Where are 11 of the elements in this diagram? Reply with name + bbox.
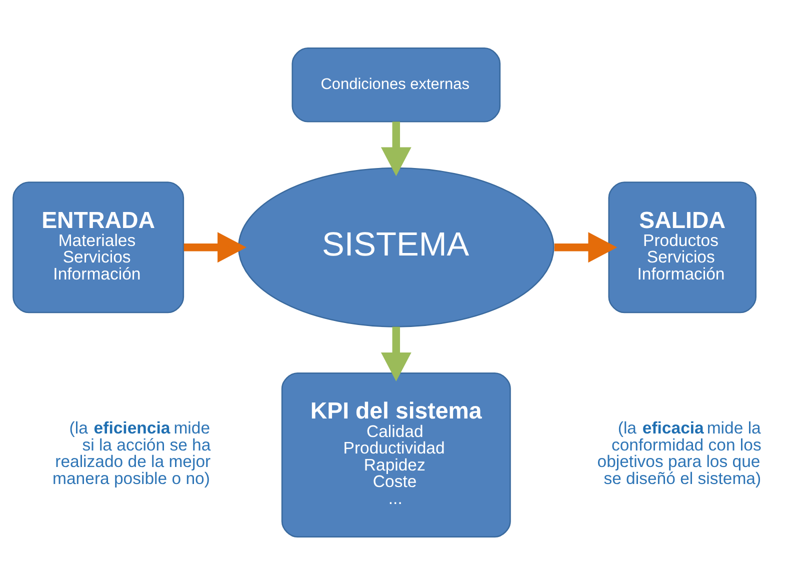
node-box: ENTRADA Materiales Servicios Información (12, 181, 184, 313)
label: (la eficacia mide la conformidad con los objetivos para los que se diseñó el sistema) (597, 418, 762, 488)
node-box: KPI del sistema Calidad Productividad Rapidez Coste ... (281, 372, 511, 537)
arrow (380, 121, 412, 176)
node-box: SALIDA Productos Servicios Información (608, 181, 756, 313)
arrow (554, 232, 618, 262)
arrow (380, 326, 412, 381)
arrow (184, 232, 246, 262)
node-ellipse: SISTEMA (238, 166, 554, 327)
label: (la eficiencia mide si la acción se ha realizado de la mejor manera posible o no) (52, 418, 211, 488)
node-box: Condiciones externas (292, 47, 501, 122)
